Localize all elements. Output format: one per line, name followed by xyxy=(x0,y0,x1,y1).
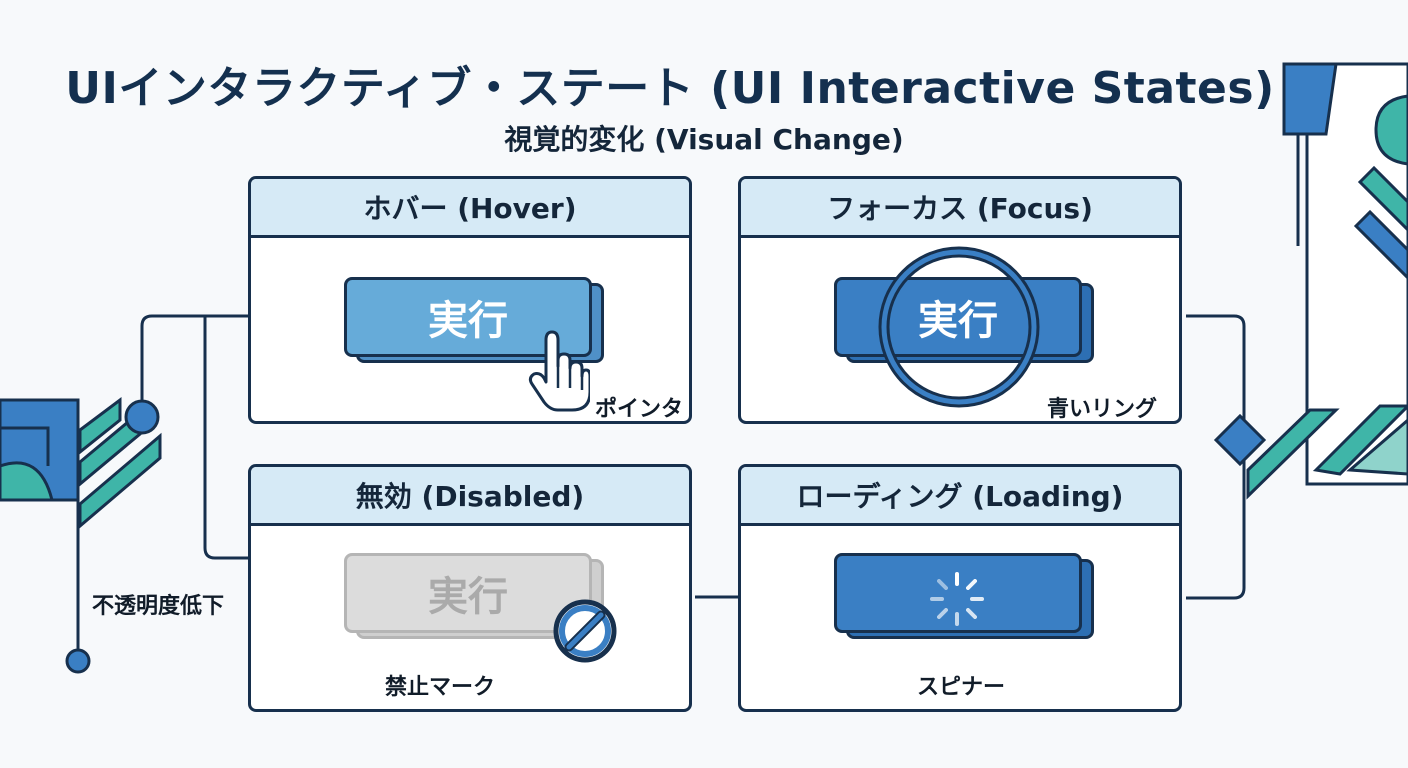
disabled-panel-header: 無効 (Disabled) xyxy=(251,467,689,526)
disabled-button: 実行 xyxy=(344,553,604,639)
focus-panel: フォーカス (Focus) 実行 青いリング xyxy=(738,176,1182,424)
loading-panel: ローディング (Loading) スピナー xyxy=(738,464,1182,712)
left-decoration xyxy=(0,397,162,674)
disabled-panel: 無効 (Disabled) 実行 禁止マーク xyxy=(248,464,692,712)
focus-ring-icon xyxy=(878,246,1040,408)
disabled-note: 禁止マーク xyxy=(385,675,496,700)
hover-panel: ホバー (Hover) 実行 ポインタ xyxy=(248,176,692,424)
focus-note: 青いリング xyxy=(1047,397,1158,422)
right-decoration xyxy=(1213,62,1408,500)
pointer-hand-icon xyxy=(528,330,590,412)
prohibited-icon xyxy=(553,599,617,663)
page-title: UIインタラクティブ・ステート (UI Interactive States) xyxy=(65,63,1275,114)
loading-note: スピナー xyxy=(917,675,1006,700)
focus-button-label: 実行 xyxy=(834,277,1082,357)
spinner-icon xyxy=(930,572,984,626)
disabled-button-label: 実行 xyxy=(344,553,592,633)
focus-panel-header: フォーカス (Focus) xyxy=(741,179,1179,238)
hover-note: ポインタ xyxy=(595,397,684,422)
page-subtitle: 視覚的変化 (Visual Change) xyxy=(504,123,904,156)
loading-panel-header: ローディング (Loading) xyxy=(741,467,1179,526)
hover-panel-header: ホバー (Hover) xyxy=(251,179,689,238)
opacity-note: 不透明度低下 xyxy=(92,594,225,619)
